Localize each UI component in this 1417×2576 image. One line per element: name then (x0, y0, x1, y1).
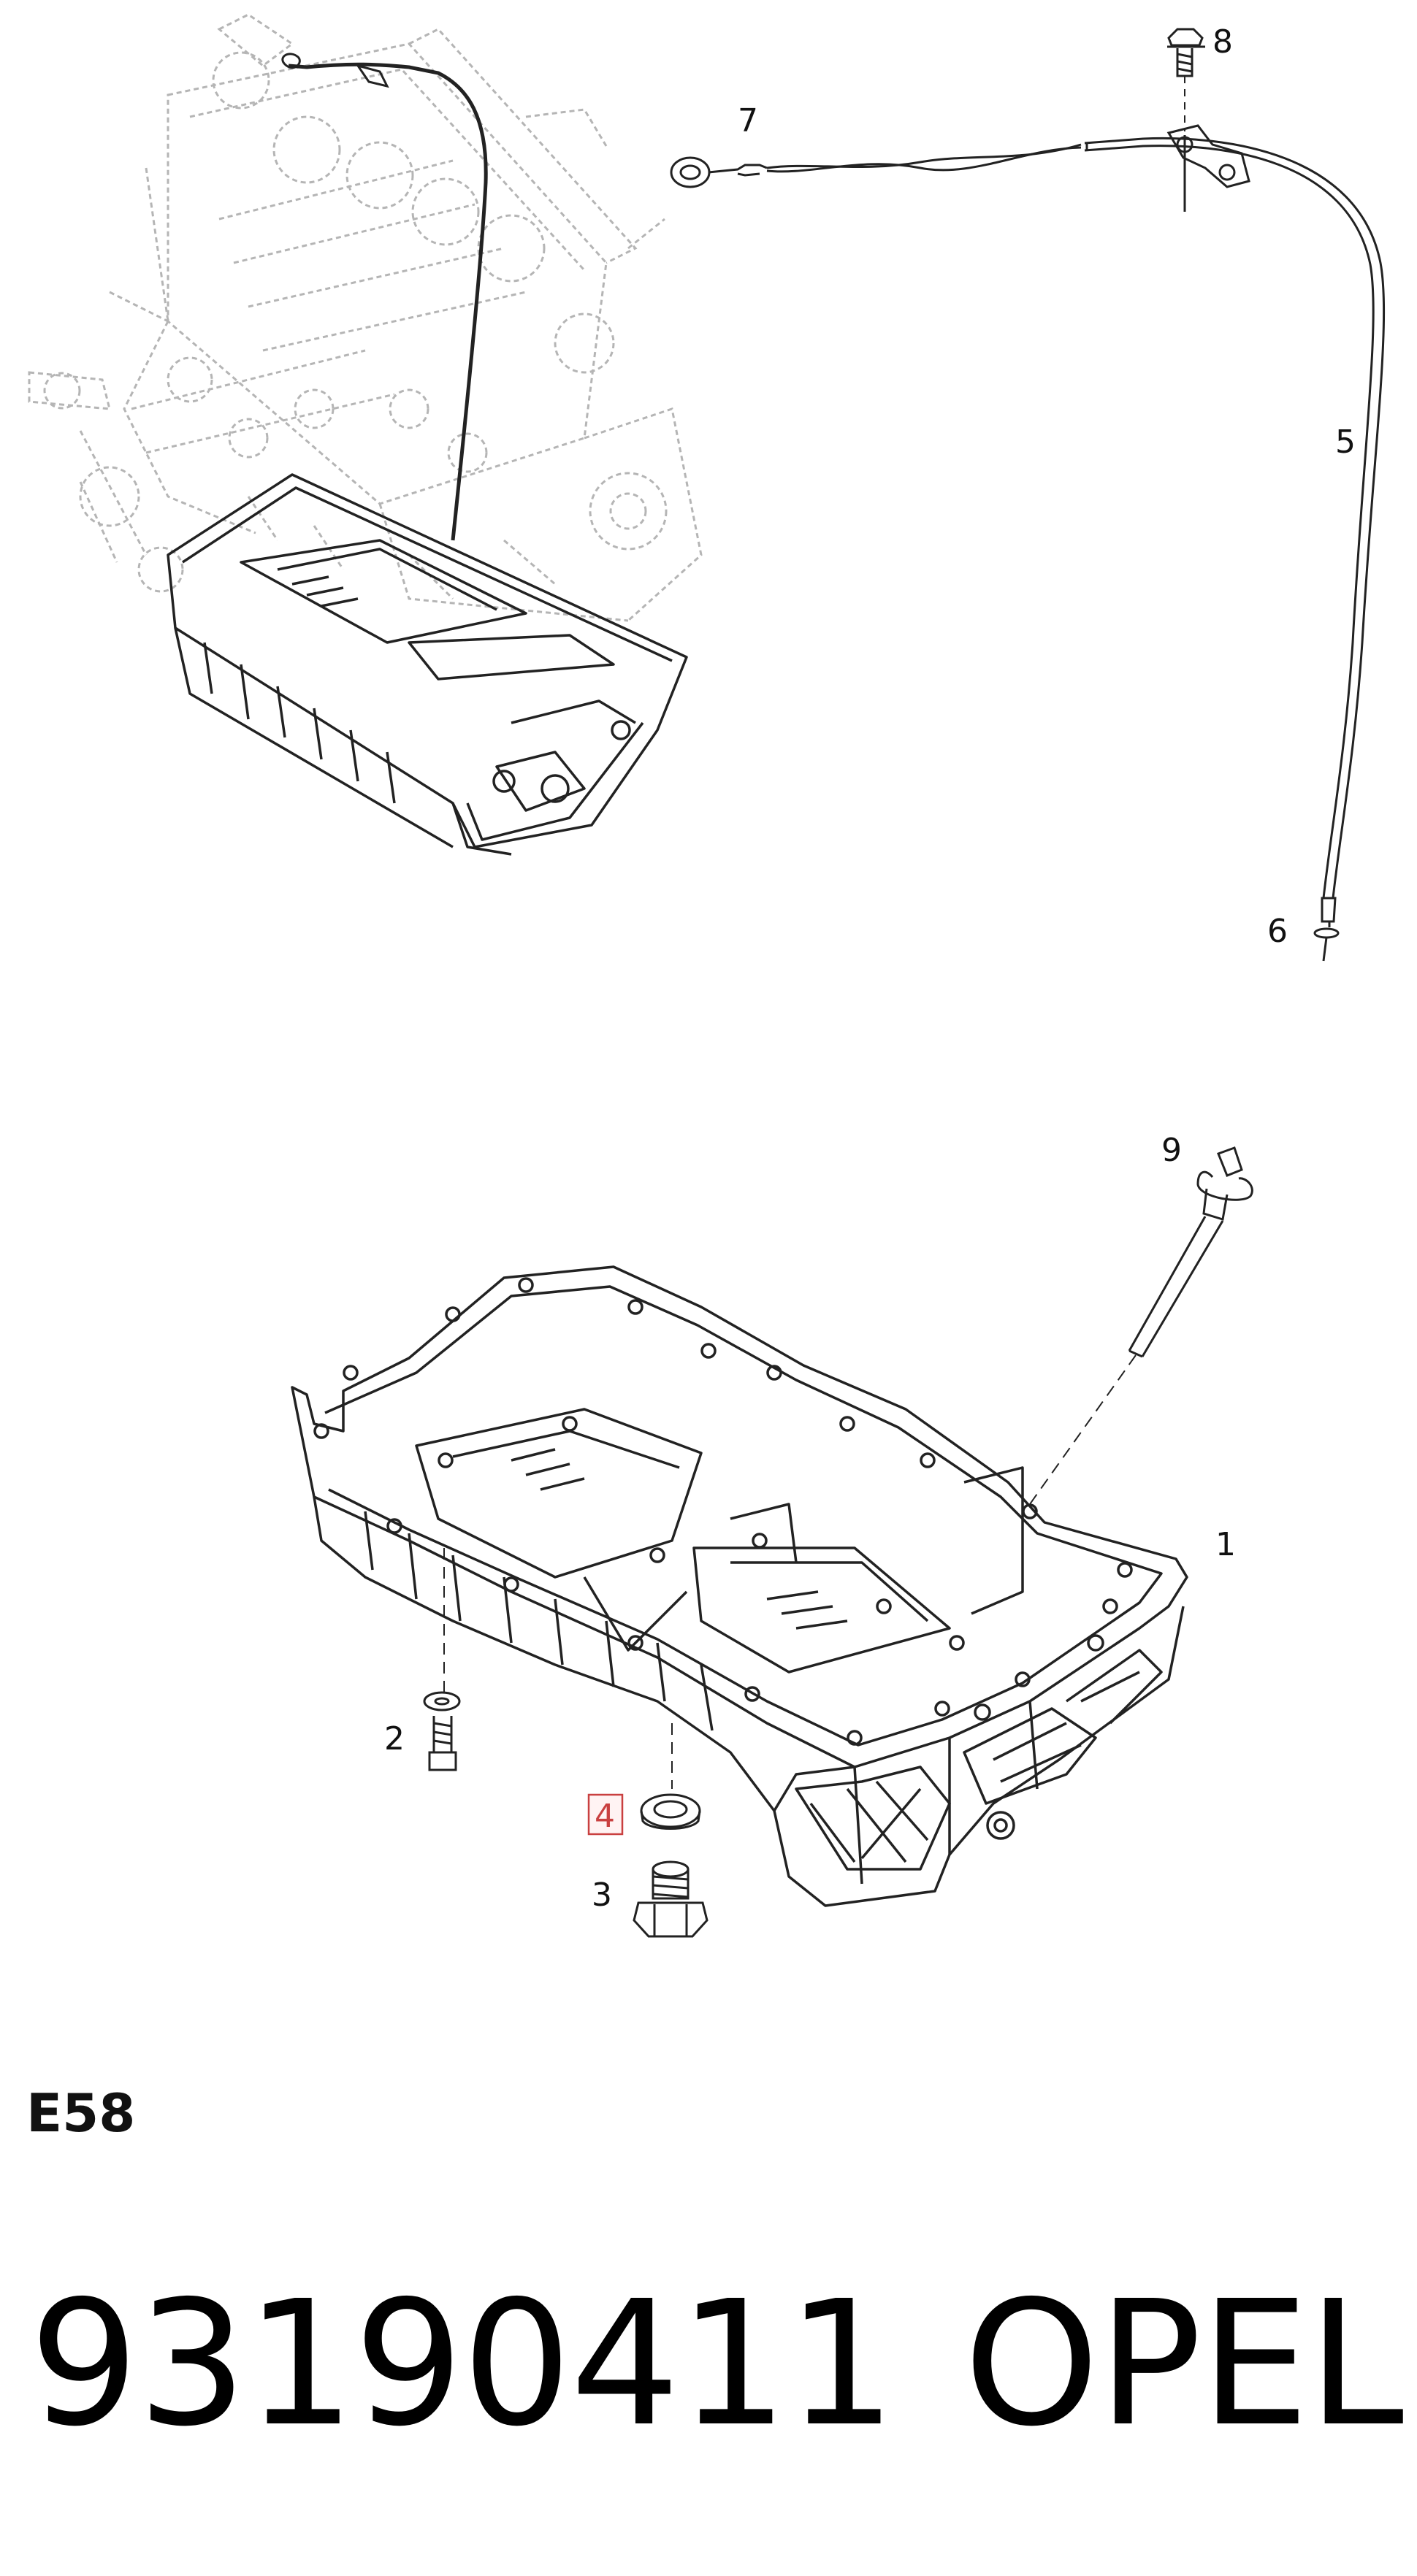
oil-level-sensor (1029, 1146, 1253, 1505)
dipstick-tube-on-engine (288, 62, 488, 541)
bracket-bolt (1167, 28, 1205, 131)
callout-4: 4 (595, 1798, 615, 1835)
engine-assembly-illustration (28, 13, 703, 622)
part-number: 93190411 (29, 2263, 896, 2464)
callout-9: 9 (1161, 1132, 1182, 1169)
callout-1: 1 (1215, 1526, 1236, 1563)
dipstick-guide-tube (1084, 137, 1386, 962)
part-info-row: 93190411 OPEL (29, 2263, 1404, 2497)
dipstick-handle-on-engine (281, 53, 389, 88)
callout-5: 5 (1335, 423, 1356, 461)
diagram-code: E58 (26, 2082, 136, 2144)
tube-bracket (1166, 124, 1250, 212)
drain-plug (633, 1860, 708, 1938)
brand-name: OPEL (963, 2263, 1404, 2464)
oil-pan (291, 1265, 1188, 1907)
oil-pan-on-engine-illustration (167, 473, 688, 856)
tube-oring (1313, 927, 1340, 939)
bolt (423, 1548, 461, 1771)
dipstick-handle-ring (670, 156, 711, 188)
dipstick (670, 143, 1082, 188)
callout-2: 2 (384, 1720, 405, 1757)
callout-3: 3 (592, 1877, 612, 1914)
drain-plug-seal (640, 1723, 701, 1830)
callout-6: 6 (1267, 913, 1288, 950)
callout-7: 7 (738, 102, 758, 139)
callout-8: 8 (1212, 23, 1233, 61)
callout-labels: 1 2 3 4 5 6 7 8 9 (384, 23, 1356, 1914)
callout-4-box (587, 1793, 624, 1836)
